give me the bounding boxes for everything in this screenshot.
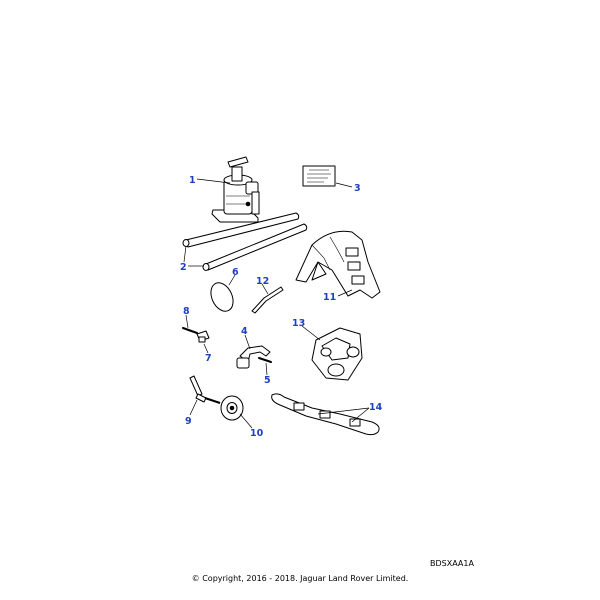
leader-12 <box>261 283 269 295</box>
copyright-notice: © Copyright, 2016 - 2018. Jaguar Land Ro… <box>191 574 409 583</box>
callout-13: 13 <box>292 318 305 329</box>
callout-5: 5 <box>264 375 271 386</box>
part-14-strap[interactable] <box>271 393 380 436</box>
part-4-bracket[interactable] <box>236 345 271 369</box>
leader-10 <box>239 413 253 429</box>
leader-7 <box>203 343 209 354</box>
leader-14a <box>317 407 370 415</box>
leader-14b <box>351 407 370 423</box>
part-2-handle[interactable] <box>182 212 308 271</box>
callout-4: 4 <box>241 326 248 337</box>
leader-2 <box>183 245 187 263</box>
part-8-pin[interactable] <box>182 327 198 334</box>
leader-9 <box>189 399 198 416</box>
callout-14: 14 <box>369 402 383 413</box>
part-3-label[interactable] <box>302 165 336 187</box>
callout-6: 6 <box>232 267 239 278</box>
part-13-chock[interactable] <box>311 327 363 381</box>
leader-4 <box>244 334 251 350</box>
callout-11: 11 <box>323 292 336 303</box>
leader-3 <box>335 182 353 188</box>
leader-5 <box>265 362 268 376</box>
part-1-jack[interactable] <box>211 156 260 223</box>
part-5-screw[interactable] <box>258 357 272 363</box>
callout-7: 7 <box>205 353 212 364</box>
part-6-disc[interactable] <box>207 279 238 315</box>
part-11-bracket[interactable] <box>295 230 381 299</box>
part-9-brace[interactable] <box>189 375 221 404</box>
callout-2: 2 <box>180 262 187 273</box>
callout-10: 10 <box>250 428 264 439</box>
part-12-rod[interactable] <box>251 286 284 314</box>
leader-8 <box>185 314 189 329</box>
callout-9: 9 <box>185 416 192 427</box>
callout-3: 3 <box>354 183 361 194</box>
leader-11 <box>337 289 353 297</box>
part-7-clip[interactable] <box>196 330 210 343</box>
callout-12: 12 <box>256 276 269 287</box>
part-10-nut[interactable] <box>220 395 244 421</box>
leader-13 <box>301 325 321 341</box>
callout-8: 8 <box>183 306 190 317</box>
leader-6 <box>228 274 236 286</box>
reference-code: BDSXAA1A <box>430 559 474 568</box>
leader-1 <box>196 178 231 184</box>
callout-1: 1 <box>189 175 196 186</box>
